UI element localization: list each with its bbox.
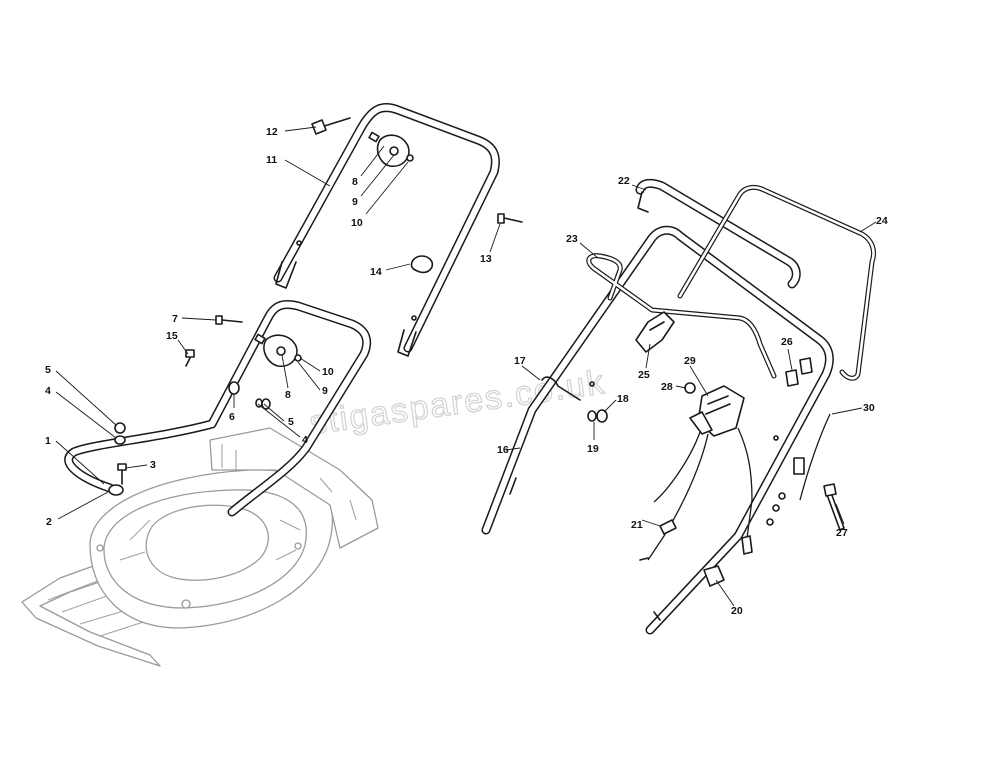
callout-2: 2	[46, 516, 52, 528]
callout-26: 26	[781, 336, 793, 348]
callout-4: 4	[302, 434, 308, 446]
callout-8: 8	[285, 389, 291, 401]
callout-6: 6	[229, 411, 235, 423]
callout-4: 4	[45, 385, 51, 397]
small-parts-left	[108, 315, 271, 496]
callout-30: 30	[863, 402, 875, 414]
drive-rod-23	[586, 253, 777, 379]
callout-19: 19	[587, 443, 599, 455]
mower-deck	[21, 427, 379, 667]
bracket-25	[635, 311, 675, 353]
callout-25: 25	[638, 369, 650, 381]
bail-wire-24	[677, 184, 877, 381]
callout-18: 18	[617, 393, 629, 405]
callout-5: 5	[288, 416, 294, 428]
callout-9: 9	[352, 196, 358, 208]
small-parts-right	[541, 376, 845, 587]
throttle-control-29	[689, 385, 745, 437]
upper-handle-left	[273, 103, 500, 357]
knob-assembly-lower	[254, 333, 302, 368]
callout-10: 10	[351, 217, 363, 229]
callout-16: 16	[497, 444, 509, 456]
callout-5: 5	[45, 364, 51, 376]
callout-28: 28	[661, 381, 673, 393]
callout-7: 7	[172, 313, 178, 325]
callout-9: 9	[322, 385, 328, 397]
callout-8: 8	[352, 176, 358, 188]
lower-handle-right	[481, 225, 834, 635]
bail-bar-22	[635, 178, 801, 289]
callout-29: 29	[684, 355, 696, 367]
callout-3: 3	[150, 459, 156, 471]
callout-20: 20	[731, 605, 743, 617]
callout-22: 22	[618, 175, 630, 187]
callout-11: 11	[266, 154, 277, 166]
callout-1: 1	[45, 435, 51, 447]
callout-13: 13	[480, 253, 492, 265]
bolt-13	[497, 213, 523, 224]
callout-17: 17	[514, 355, 526, 367]
cables	[639, 413, 831, 561]
callout-24: 24	[876, 215, 888, 227]
lower-handle-left	[64, 300, 372, 517]
leader-lines	[55, 126, 877, 607]
callout-15: 15	[166, 330, 178, 342]
bolt-12	[311, 117, 351, 135]
callout-labels: 12 11 8 9 10 13 14 7 15 10 9 8 6 5 4 5 4…	[45, 126, 888, 617]
callout-10: 10	[322, 366, 334, 378]
cable-clip-14	[410, 255, 434, 274]
callout-12: 12	[266, 126, 278, 138]
knob-assembly-upper	[368, 131, 414, 168]
callout-21: 21	[631, 519, 643, 531]
cap-26	[785, 357, 813, 387]
callout-27: 27	[836, 527, 848, 539]
callout-14: 14	[370, 266, 382, 278]
callout-23: 23	[566, 233, 578, 245]
